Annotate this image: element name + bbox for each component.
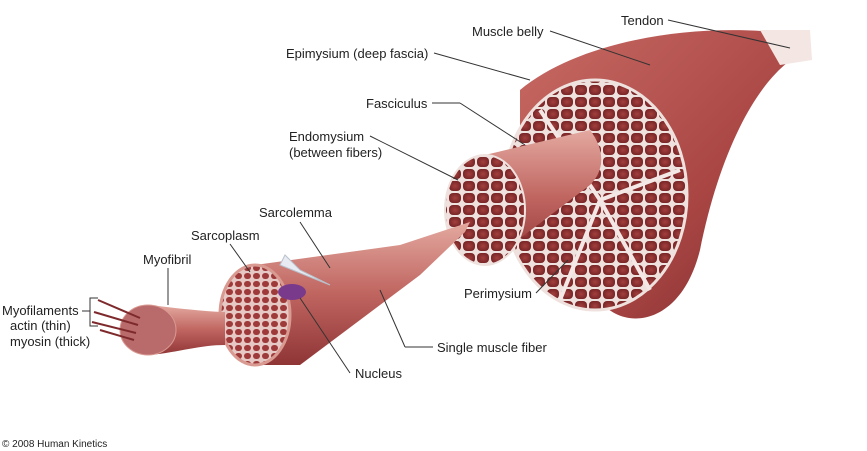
- muscle-fiber-cross-section: [218, 263, 292, 367]
- label-actin: actin (thin): [10, 318, 71, 333]
- copyright: © 2008 Human Kinetics: [2, 439, 108, 450]
- label-myofibril: Myofibril: [143, 252, 192, 267]
- label-nucleus: Nucleus: [355, 366, 402, 381]
- label-sarcolemma: Sarcolemma: [259, 205, 332, 220]
- muscle-fiber: [255, 222, 470, 365]
- nucleus: [278, 284, 306, 300]
- fasciculus-cross-section: [444, 154, 526, 266]
- myofilaments: [91, 299, 141, 341]
- label-fasciculus: Fasciculus: [366, 96, 428, 111]
- label-epimysium: Epimysium (deep fascia): [286, 46, 429, 61]
- sarcolemma-flap: [279, 254, 331, 286]
- label-myosin: myosin (thick): [10, 334, 91, 349]
- label-sarcoplasm: Sarcoplasm: [191, 228, 260, 243]
- label-muscle-belly: Muscle belly: [472, 24, 544, 39]
- label-tendon: Tendon: [621, 13, 664, 28]
- label-myofilaments: Myofilaments: [2, 303, 79, 318]
- leader-lines: [82, 19, 791, 374]
- label-single-muscle-fiber: Single muscle fiber: [437, 340, 547, 355]
- label-endomysium-note: (between fibers): [289, 145, 383, 160]
- label-endomysium: Endomysium: [289, 129, 365, 144]
- label-perimysium: Perimysium: [464, 286, 532, 301]
